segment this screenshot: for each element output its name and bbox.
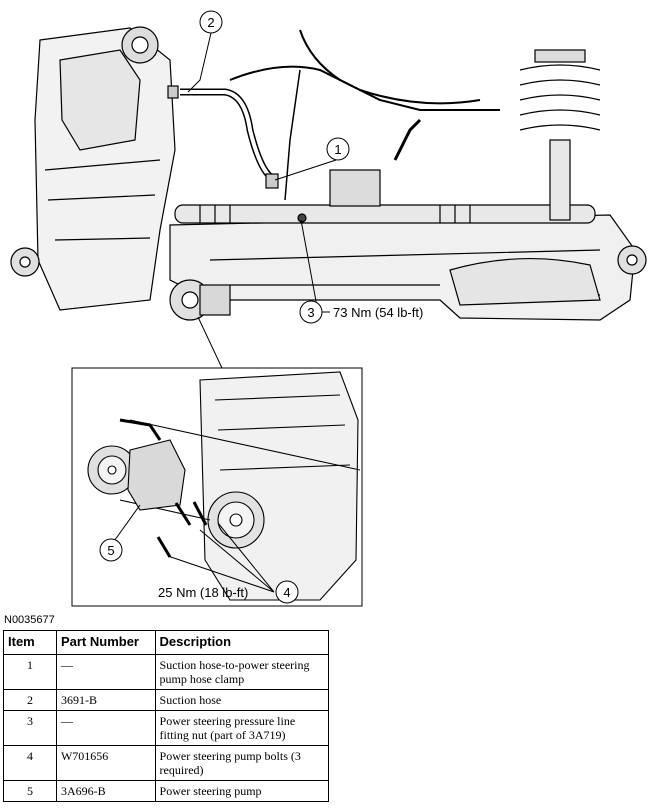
svg-text:1: 1	[334, 142, 341, 157]
header-description: Description	[154, 630, 330, 655]
svg-text:3: 3	[307, 305, 314, 320]
cell-item: 1	[3, 654, 57, 690]
callout-1: 1	[326, 137, 350, 161]
callout-5: 5	[99, 538, 123, 562]
callout-2: 2	[199, 10, 223, 34]
table-header-row: Item Part Number Description	[3, 630, 330, 655]
leader-lines	[111, 32, 337, 593]
table-row: 1 — Suction hose-to-power steering pump …	[3, 654, 330, 690]
cell-part-number: 3A696-B	[55, 780, 156, 802]
figure-id: N0035677	[4, 614, 55, 626]
callout-4: 4 25 Nm (18 lb-ft)	[158, 580, 299, 604]
svg-text:5: 5	[107, 543, 114, 558]
cell-item: 3	[3, 710, 57, 746]
cell-description: Power steering pump bolts (3 required)	[154, 745, 330, 781]
callout-3: 3 73 Nm (54 lb-ft)	[299, 300, 423, 324]
subframe-illustration	[10, 26, 647, 321]
table-row: 2 3691-B Suction hose	[3, 689, 330, 711]
cell-description: Power steering pressure line fitting nut…	[154, 710, 330, 746]
svg-text:2: 2	[207, 15, 214, 30]
table-row: 3 — Power steering pressure line fitting…	[3, 710, 330, 746]
table-row: 4 W701656 Power steering pump bolts (3 r…	[3, 745, 330, 781]
cell-part-number: 3691-B	[55, 689, 156, 711]
torque-spec-4: 25 Nm (18 lb-ft)	[158, 585, 248, 600]
cell-part-number: —	[55, 710, 156, 746]
cell-description: Suction hose-to-power steering pump hose…	[154, 654, 330, 690]
cell-item: 4	[3, 745, 57, 781]
parts-table: Item Part Number Description 1 — Suction…	[3, 630, 330, 802]
header-part-number: Part Number	[55, 630, 156, 655]
detail-inset	[71, 367, 363, 607]
cell-item: 5	[3, 780, 57, 802]
svg-text:4: 4	[283, 585, 290, 600]
cell-part-number: —	[55, 654, 156, 690]
table-row: 5 3A696-B Power steering pump	[3, 780, 330, 802]
assembly-diagram: 1 2 3 73 Nm (54 lb-ft) 4 25 Nm (18 lb-ft…	[10, 10, 647, 607]
cell-description: Suction hose	[154, 689, 330, 711]
cell-description: Power steering pump	[154, 780, 330, 802]
torque-spec-3: 73 Nm (54 lb-ft)	[333, 305, 423, 320]
cell-item: 2	[3, 689, 57, 711]
cell-part-number: W701656	[55, 745, 156, 781]
header-item: Item	[3, 630, 57, 655]
